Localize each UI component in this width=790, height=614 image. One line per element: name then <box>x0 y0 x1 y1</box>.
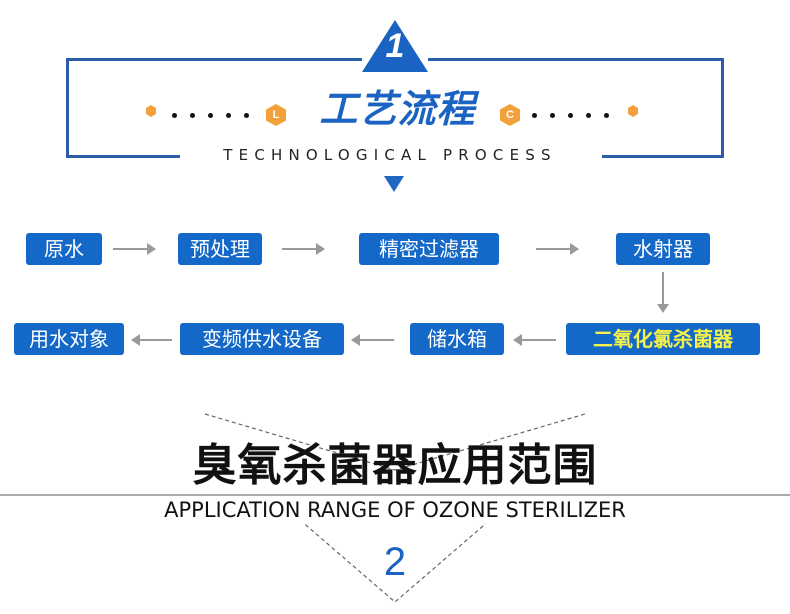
section-2-title-cn: 臭氧杀菌器应用范围 <box>192 440 598 491</box>
section-number-2: 2 <box>383 540 407 584</box>
flow-step-pretreatment: 预处理 <box>178 233 262 265</box>
arrow-right-icon <box>536 243 579 255</box>
arrow-right-icon <box>282 243 325 255</box>
section-number: 1 <box>385 27 405 65</box>
section-title-cn: 工艺流程 <box>319 87 476 131</box>
flow-step-water-tank: 储水箱 <box>410 323 504 355</box>
dot <box>244 113 249 118</box>
dot <box>172 113 177 118</box>
flow-step-water-ejector: 水射器 <box>616 233 710 265</box>
section-subtitle-en: TECHNOLOGICAL PROCESS <box>223 146 557 164</box>
arrow-left-icon <box>351 334 394 346</box>
dot <box>190 113 195 118</box>
flow-step-vfd-supply: 变频供水设备 <box>180 323 344 355</box>
hex-dot-icon <box>628 105 638 117</box>
dashed-chevron-frame <box>0 413 790 603</box>
dot <box>208 113 213 118</box>
hex-badge-c-icon: C <box>500 104 520 126</box>
dot <box>586 113 591 118</box>
flow-step-chlorine-dioxide-sterilizer: 二氧化氯杀菌器 <box>566 323 760 355</box>
frame-top-right <box>428 58 724 61</box>
hex-badge-l-icon: L <box>266 104 286 126</box>
dot <box>568 113 573 118</box>
hex-dot-icon <box>146 105 156 117</box>
frame-bottom-right <box>602 155 724 158</box>
arrow-left-icon <box>513 334 556 346</box>
dot <box>532 113 537 118</box>
flow-step-water-user: 用水对象 <box>14 323 124 355</box>
flow-step-precision-filter: 精密过滤器 <box>359 233 499 265</box>
frame-left <box>66 58 69 158</box>
dot <box>604 113 609 118</box>
down-triangle-icon <box>384 176 404 192</box>
flow-step-raw-water: 原水 <box>26 233 102 265</box>
title-underlay <box>150 496 640 524</box>
frame-top-left <box>66 58 362 61</box>
arrow-left-icon <box>131 334 172 346</box>
arrow-down-icon <box>657 272 669 313</box>
arrow-right-icon <box>113 243 156 255</box>
section-2-subtitle-en: APPLICATION RANGE OF OZONE STERILIZER <box>164 498 626 522</box>
dot <box>550 113 555 118</box>
dot <box>226 113 231 118</box>
frame-right <box>721 58 724 158</box>
number-1-triangle-icon <box>362 20 428 72</box>
frame-bottom-left <box>66 155 180 158</box>
